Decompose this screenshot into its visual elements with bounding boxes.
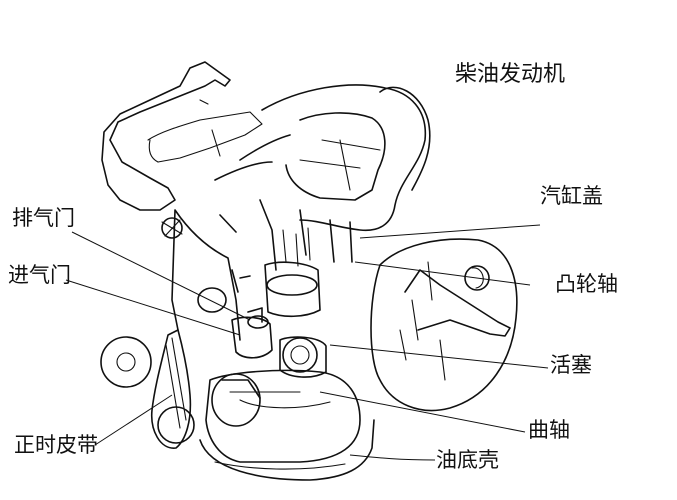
crankcase xyxy=(205,369,361,463)
leader-timing-belt xyxy=(94,394,173,446)
intake-manifold xyxy=(101,61,231,211)
label-timing-belt: 正时皮带 xyxy=(14,433,98,457)
label-cylinder-head: 汽缸盖 xyxy=(540,184,603,208)
cylinder-head xyxy=(261,84,427,232)
leader-cylinder-head xyxy=(359,224,541,239)
crank-pulley xyxy=(211,373,261,427)
label-oil-pan: 油底壳 xyxy=(436,448,499,472)
leader-intake-valve xyxy=(65,279,241,336)
label-exhaust-valve: 排气门 xyxy=(12,206,75,230)
engine-block xyxy=(171,209,241,341)
leader-crankshaft xyxy=(319,391,526,433)
valve-spring xyxy=(197,287,227,313)
diagram-title: 柴油发动机 xyxy=(455,62,566,87)
leader-piston xyxy=(329,344,549,369)
leader-oil-pan xyxy=(349,454,436,461)
leader-exhaust-valve xyxy=(71,231,251,321)
label-crankshaft: 曲轴 xyxy=(528,418,570,442)
leader-camshaft xyxy=(354,261,531,286)
camshaft-pulley xyxy=(464,265,490,291)
tensioner-wheel xyxy=(100,336,152,388)
oil-pan xyxy=(199,419,375,481)
label-camshaft: 凸轮轴 xyxy=(555,272,618,296)
label-piston: 活塞 xyxy=(550,353,592,377)
label-intake-valve: 进气门 xyxy=(8,263,71,287)
timing-belt xyxy=(151,329,192,449)
piston-top xyxy=(282,337,318,373)
camshaft-housing xyxy=(370,238,518,412)
